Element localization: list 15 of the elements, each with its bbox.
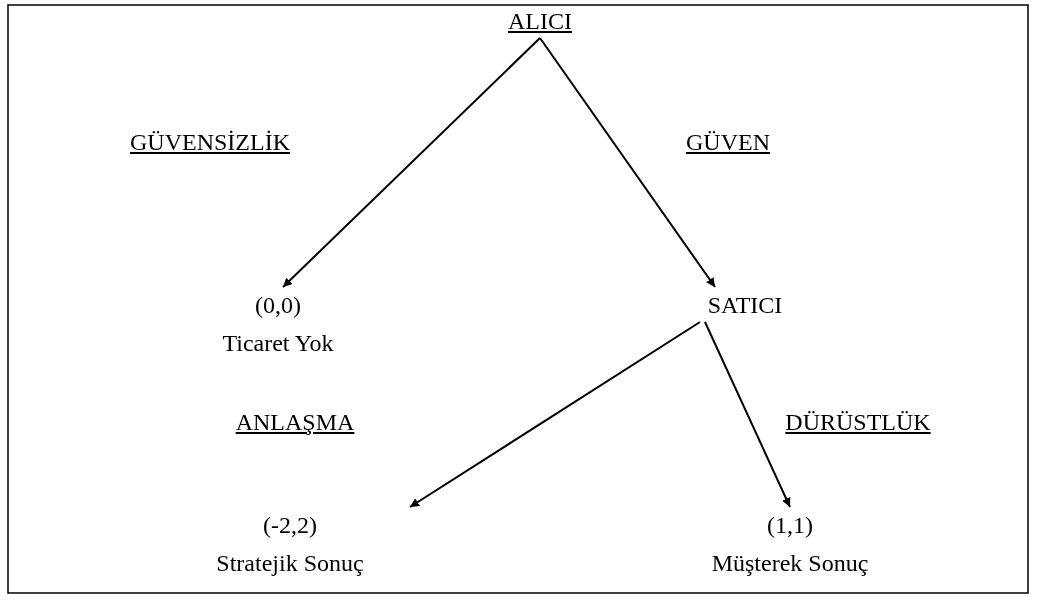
arrow	[409, 321, 701, 508]
edge-label: GÜVEN	[684, 128, 772, 156]
edge-label: DÜRÜSTLÜK	[783, 408, 933, 436]
edge-label: GÜVENSİZLİK	[128, 128, 292, 156]
payoff-text: (-2,2)	[262, 511, 318, 540]
outcome-label: Müşterek Sonuç	[711, 549, 869, 578]
payoff-text: (0,0)	[254, 291, 302, 320]
arrow	[539, 37, 716, 288]
arrow	[282, 37, 541, 288]
outcome-label: Stratejik Sonuç	[215, 549, 365, 578]
outcome-label: Ticaret Yok	[222, 329, 334, 358]
arrow	[704, 321, 791, 508]
payoff-text: (1,1)	[766, 511, 814, 540]
player-label: SATICI	[707, 286, 783, 324]
player-label: ALICI	[508, 2, 572, 40]
